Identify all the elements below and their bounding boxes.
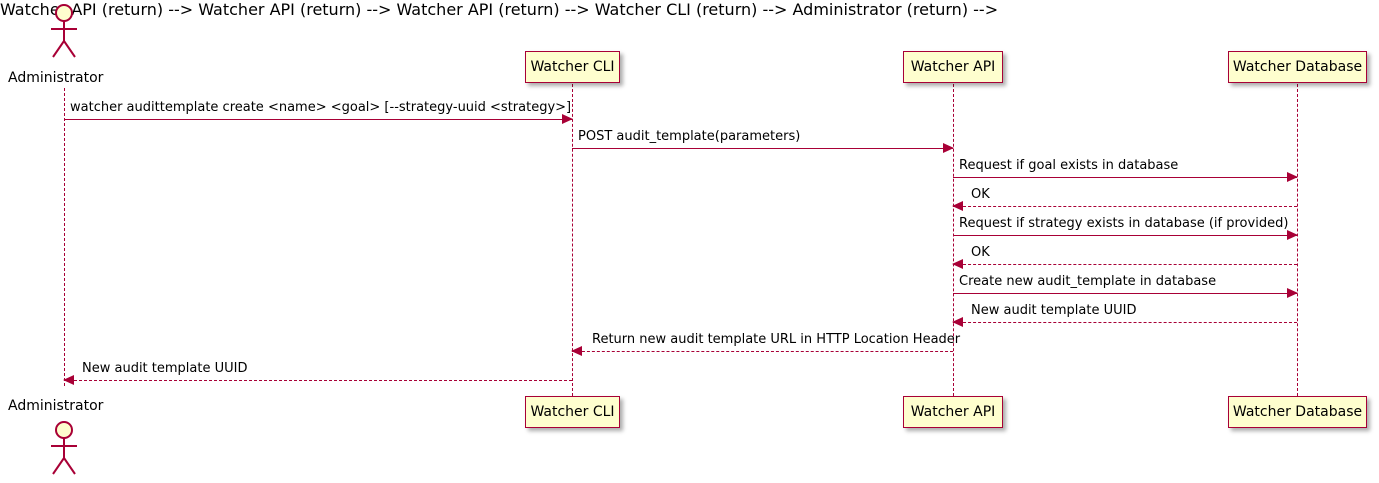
participant-label-watcher-cli-top: Watcher CLI	[530, 59, 615, 75]
stick-figure-icon	[51, 4, 77, 58]
arrowhead-right-icon	[943, 143, 954, 153]
lifeline-watcher-api	[953, 84, 954, 396]
arrowhead-left-icon	[952, 317, 963, 327]
participant-box-watcher-database-top[interactable]: Watcher Database	[1228, 51, 1367, 83]
arrowhead-right-icon	[562, 114, 573, 124]
message-label: New audit template UUID	[82, 361, 248, 376]
participant-label-watcher-database-top: Watcher Database	[1232, 59, 1363, 75]
lifeline-watcher-cli	[572, 84, 573, 396]
message-label: Request if strategy exists in database (…	[959, 216, 1289, 231]
participant-box-watcher-database-bottom[interactable]: Watcher Database	[1228, 396, 1367, 428]
message-label: POST audit_template(parameters)	[578, 129, 801, 144]
message-line	[572, 148, 953, 149]
participant-box-watcher-cli-top[interactable]: Watcher CLI	[525, 51, 620, 83]
arrowhead-right-icon	[1287, 230, 1298, 240]
arrowhead-right-icon	[1287, 288, 1298, 298]
message-line	[572, 351, 953, 352]
stick-figure-icon	[51, 421, 77, 475]
lifeline-watcher-database	[1297, 84, 1298, 396]
actor-label-administrator-top: Administrator	[8, 70, 104, 86]
message-label: OK	[971, 245, 990, 260]
message-line	[953, 206, 1297, 207]
arrowhead-right-icon	[1287, 172, 1298, 182]
arrowhead-left-icon	[571, 346, 582, 356]
message-line	[953, 293, 1297, 294]
message-label: Request if goal exists in database	[959, 158, 1179, 173]
message-label: watcher audittemplate create <name> <goa…	[70, 100, 572, 115]
participant-label-watcher-api-bottom: Watcher API	[910, 404, 996, 420]
message-line	[64, 380, 572, 381]
participant-box-watcher-cli-bottom[interactable]: Watcher CLI	[525, 396, 620, 428]
arrowhead-left-icon	[952, 259, 963, 269]
participant-box-watcher-api-top[interactable]: Watcher API	[903, 51, 1003, 83]
message-line	[953, 264, 1297, 265]
message-line	[953, 235, 1297, 236]
participant-label-watcher-database-bottom: Watcher Database	[1232, 404, 1363, 420]
message-label: Return new audit template URL in HTTP Lo…	[592, 332, 961, 347]
actor-administrator-bottom	[46, 420, 82, 476]
participant-label-watcher-cli-bottom: Watcher CLI	[530, 404, 615, 420]
message-line	[64, 119, 572, 120]
actor-administrator-top	[46, 3, 82, 59]
actor-label-administrator-bottom: Administrator	[8, 398, 104, 414]
message-label: OK	[971, 187, 990, 202]
lifeline-administrator	[64, 88, 65, 386]
message-line	[953, 177, 1297, 178]
arrowhead-left-icon	[63, 375, 74, 385]
message-label: Create new audit_template in database	[959, 274, 1217, 289]
message-line	[953, 322, 1297, 323]
participant-label-watcher-api-top: Watcher API	[910, 59, 996, 75]
message-label: New audit template UUID	[971, 303, 1137, 318]
participant-box-watcher-api-bottom[interactable]: Watcher API	[903, 396, 1003, 428]
arrowhead-left-icon	[952, 201, 963, 211]
